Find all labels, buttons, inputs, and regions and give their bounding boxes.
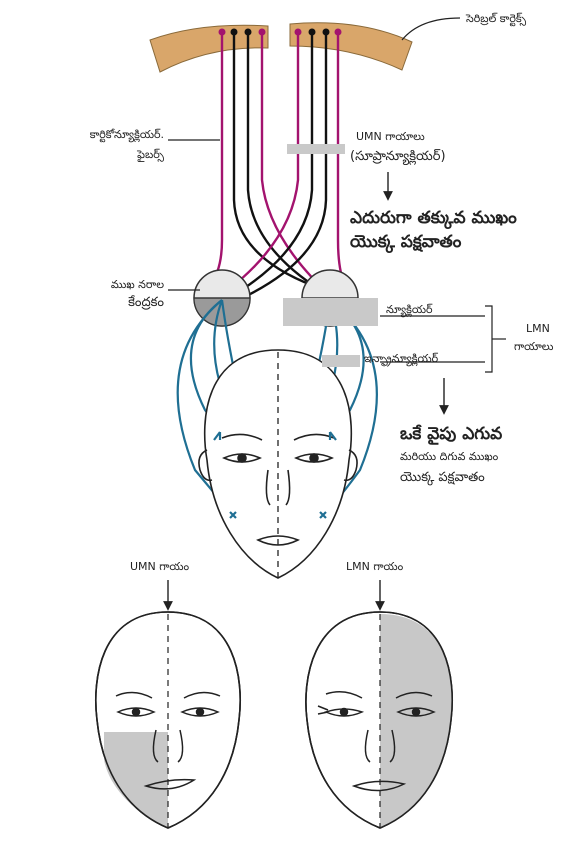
highlight-umn (287, 144, 345, 154)
highlight-nuclear (283, 298, 378, 326)
highlight-infranuclear (322, 355, 360, 367)
label-corticonuclear-2: ఫైబర్స్ (137, 148, 164, 161)
label-lmn-result-2: మరియు దిగువ ముఖం (400, 450, 499, 463)
top-face-nerve-tips (213, 431, 337, 519)
label-lmn-result-1: ఒకే వైపు ఎగువ (400, 424, 503, 444)
label-lmn-lesions: గాయాలు (514, 340, 554, 353)
arrows (163, 172, 449, 611)
head-top (198, 349, 358, 579)
label-umn-result-1: ఎదురుగా తక్కువ ముఖం (350, 208, 517, 228)
label-lmn: LMN (526, 322, 550, 335)
label-corticonuclear-1: కార్టికోన్యూక్లియర్. (89, 128, 164, 141)
head-umn (94, 611, 242, 829)
leader-lines (168, 17, 506, 373)
label-umn-lesions: UMN గాయాలు (356, 130, 425, 143)
facial-nucleus-left (193, 269, 251, 327)
cerebral-cortex (149, 22, 413, 73)
label-cerebral-cortex: సెరిబ్రల్ కార్టెక్స్ (466, 12, 527, 25)
label-supranuclear: (సూప్రాన్యూక్లియర్) (350, 149, 446, 164)
label-lmn-result-3: యొక్క పక్షవాతం (400, 470, 485, 485)
fiber-origins (218, 28, 342, 36)
label-umn-result-2: యొక్క పక్షవాతం (350, 232, 462, 252)
label-infranuclear: ఇన్ఫ్రాన్యూక్లియర్ (364, 352, 439, 365)
label-lmn-lesion: LMN గాయం (346, 560, 404, 573)
head-lmn (305, 611, 454, 829)
label-facial-nucleus-2: కేంద్రకం (128, 295, 164, 310)
label-umn-lesion: UMN గాయం (130, 560, 190, 573)
label-nuclear: న్యూక్లియర్ (386, 303, 433, 316)
corticonuclear-fibers (209, 32, 347, 302)
label-facial-nucleus-1: ముఖ నరాల (110, 278, 164, 291)
